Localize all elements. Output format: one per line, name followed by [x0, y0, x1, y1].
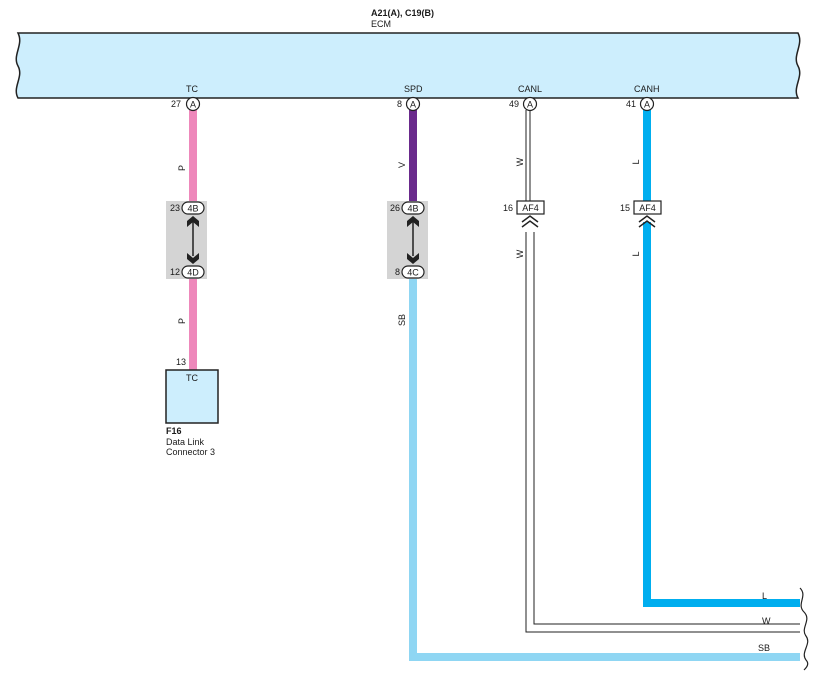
wire-color-canh-lower: L [631, 251, 641, 256]
wire-canl-lower [526, 232, 800, 632]
wire-color-canl-lower: W [515, 249, 525, 258]
junction-spd-down-arrow [407, 253, 419, 264]
wire-tc-upper [189, 110, 197, 205]
continuation-break [799, 587, 816, 671]
connector-canh-chevron-1 [638, 215, 656, 223]
ecm-pin-spd: A 8 [397, 96, 421, 112]
junction-tc-top-connector: 4B [187, 204, 198, 214]
dlc-code: F16 [166, 426, 182, 436]
ecm-pin-connector-canl: A [527, 100, 533, 110]
ecm-pin-connector-canh: A [644, 100, 650, 110]
junction-spd-top-number: 26 [390, 203, 400, 213]
ecm-label: ECM [371, 19, 391, 29]
connector-canl-code: AF4 [522, 203, 539, 213]
ecm-pin-name-canl: CANL [518, 84, 542, 94]
exit-label-sb: SB [758, 643, 770, 653]
dlc-name-line1: Data Link [166, 437, 205, 447]
junction-tc: 4B 23 4D 12 [166, 201, 207, 279]
ecm-pin-name-canh: CANH [634, 84, 660, 94]
ecm-pin-connector-tc: A [190, 100, 196, 110]
wire-spd-lower [409, 278, 800, 661]
junction-spd: 4B 26 4C 8 [387, 201, 428, 279]
wire-canh-upper [643, 110, 651, 205]
wire-color-canl-upper: W [515, 157, 525, 166]
data-link-connector: 13 TC F16 Data Link Connector 3 [165, 357, 219, 457]
connector-canl-chevron-2 [521, 220, 539, 228]
ecm-pin-number-canl: 49 [509, 99, 519, 109]
ecm-pin-tc: A 27 [171, 96, 201, 112]
dlc-pin-name: TC [186, 373, 198, 383]
wire-color-spd-upper: V [397, 162, 407, 168]
ecm-pin-name-tc: TC [186, 84, 198, 94]
wire-color-tc-lower: P [177, 318, 187, 324]
ecm-pin-number-tc: 27 [171, 99, 181, 109]
ecm-pin-connector-spd: A [410, 100, 416, 110]
ecm-pin-canh: A 41 [626, 96, 655, 112]
exit-label-w: W [762, 616, 771, 626]
connector-canh-af4: AF4 15 [620, 200, 662, 228]
wire-canl-lower-outline [525, 232, 800, 633]
connector-canh-number: 15 [620, 203, 630, 213]
wire-tc-lower [189, 278, 197, 372]
dlc-pin-number: 13 [176, 357, 186, 367]
junction-tc-bottom-connector: 4D [187, 268, 199, 278]
ecm-pin-canl: A 49 [509, 96, 538, 112]
junction-tc-top-number: 23 [170, 203, 180, 213]
ecm-pin-name-spd: SPD [404, 84, 423, 94]
ecm-block [15, 32, 801, 99]
connector-canl-number: 16 [503, 203, 513, 213]
wire-color-canh-upper: L [631, 159, 641, 164]
junction-spd-top-connector: 4B [407, 204, 418, 214]
exit-label-l: L [762, 591, 767, 601]
connector-canl-af4: AF4 16 [503, 200, 545, 228]
connector-canh-chevron-2 [638, 220, 656, 228]
connector-canl-chevron-1 [521, 215, 539, 223]
wire-canh-lower [643, 222, 800, 607]
junction-spd-bottom-number: 8 [395, 267, 400, 277]
dlc-name-line2: Connector 3 [166, 447, 215, 457]
connector-codes: A21(A), C19(B) [371, 8, 434, 18]
junction-spd-bottom-connector: 4C [407, 268, 419, 278]
junction-spd-up-arrow [407, 216, 419, 227]
ecm-pin-number-canh: 41 [626, 99, 636, 109]
junction-tc-bottom-number: 12 [170, 267, 180, 277]
connector-canh-code: AF4 [639, 203, 656, 213]
dlc-box [165, 369, 219, 424]
wire-color-tc-upper: P [177, 165, 187, 171]
wire-spd-upper [409, 110, 417, 205]
junction-tc-down-arrow [187, 253, 199, 264]
junction-tc-up-arrow [187, 216, 199, 227]
ecm-pin-number-spd: 8 [397, 99, 402, 109]
wire-color-spd-lower: SB [397, 314, 407, 326]
